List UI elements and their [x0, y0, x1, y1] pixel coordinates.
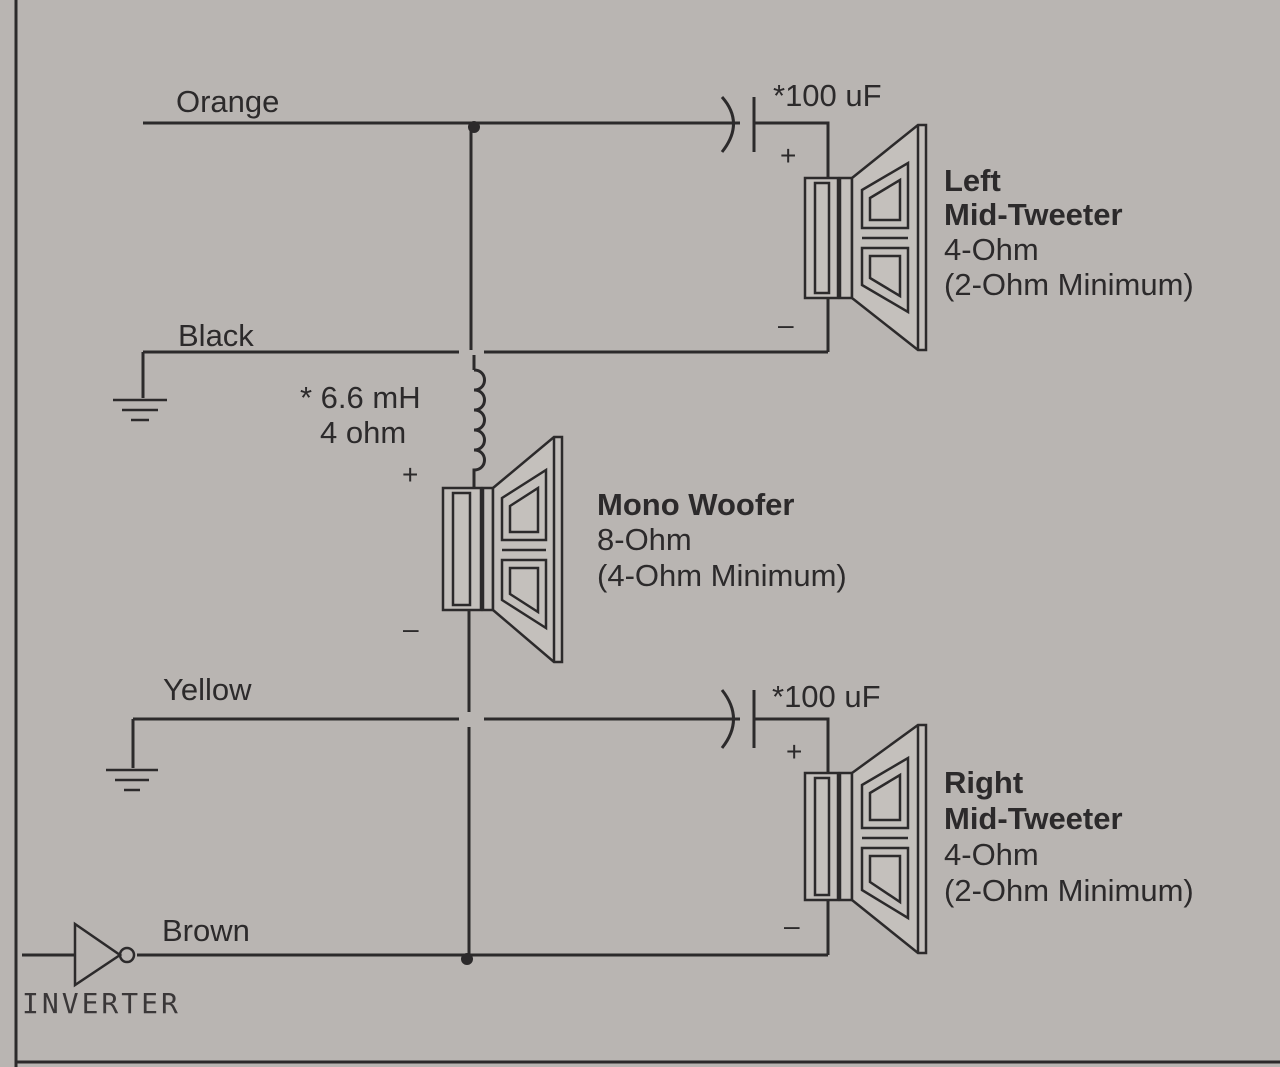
ground-symbol-top	[113, 398, 167, 422]
label-yellow: Yellow	[163, 672, 252, 707]
orange-wire	[143, 96, 830, 178]
woofer-icon	[441, 435, 564, 664]
page-border	[14, 0, 1280, 1067]
label-woofer-minimum: (4-Ohm Minimum)	[597, 558, 847, 593]
label-inductor-ohm: 4 ohm	[320, 415, 406, 450]
sign-minus-woofer: –	[403, 613, 419, 644]
label-right-title: Right	[944, 765, 1023, 800]
label-left-type: Mid-Tweeter	[944, 197, 1123, 232]
label-orange: Orange	[176, 84, 279, 119]
label-right-minimum: (2-Ohm Minimum)	[944, 873, 1194, 908]
yellow-wire	[131, 689, 830, 773]
label-brown: Brown	[162, 913, 250, 948]
black-wire	[141, 298, 830, 398]
inverter-icon	[22, 921, 136, 988]
sign-plus-left: +	[780, 140, 796, 171]
label-woofer-title: Mono Woofer	[597, 487, 794, 522]
junction-dot-bottom	[461, 953, 473, 965]
ground-symbol-bottom	[106, 768, 158, 792]
sign-minus-left: –	[778, 309, 794, 340]
label-right-type: Mid-Tweeter	[944, 801, 1123, 836]
label-right-ohm: 4-Ohm	[944, 837, 1039, 872]
label-left-ohm: 4-Ohm	[944, 232, 1039, 267]
inductor-coil	[472, 368, 486, 480]
label-inductor-value: * 6.6 mH	[300, 380, 421, 415]
sign-plus-woofer: +	[402, 459, 418, 490]
left-speaker-icon	[803, 123, 928, 352]
label-woofer-ohm: 8-Ohm	[597, 522, 692, 557]
label-inverter: INVERTER	[22, 987, 181, 1020]
label-capacitor-bottom: *100 uF	[772, 679, 881, 714]
sign-minus-right: –	[784, 910, 800, 941]
label-left-minimum: (2-Ohm Minimum)	[944, 267, 1194, 302]
main-bus	[467, 123, 486, 955]
label-black: Black	[178, 318, 254, 353]
sign-plus-right: +	[786, 736, 802, 767]
brown-wire	[137, 900, 830, 957]
right-speaker-icon	[803, 723, 928, 955]
label-left-title: Left	[944, 163, 1001, 198]
label-capacitor-top: *100 uF	[773, 78, 882, 113]
